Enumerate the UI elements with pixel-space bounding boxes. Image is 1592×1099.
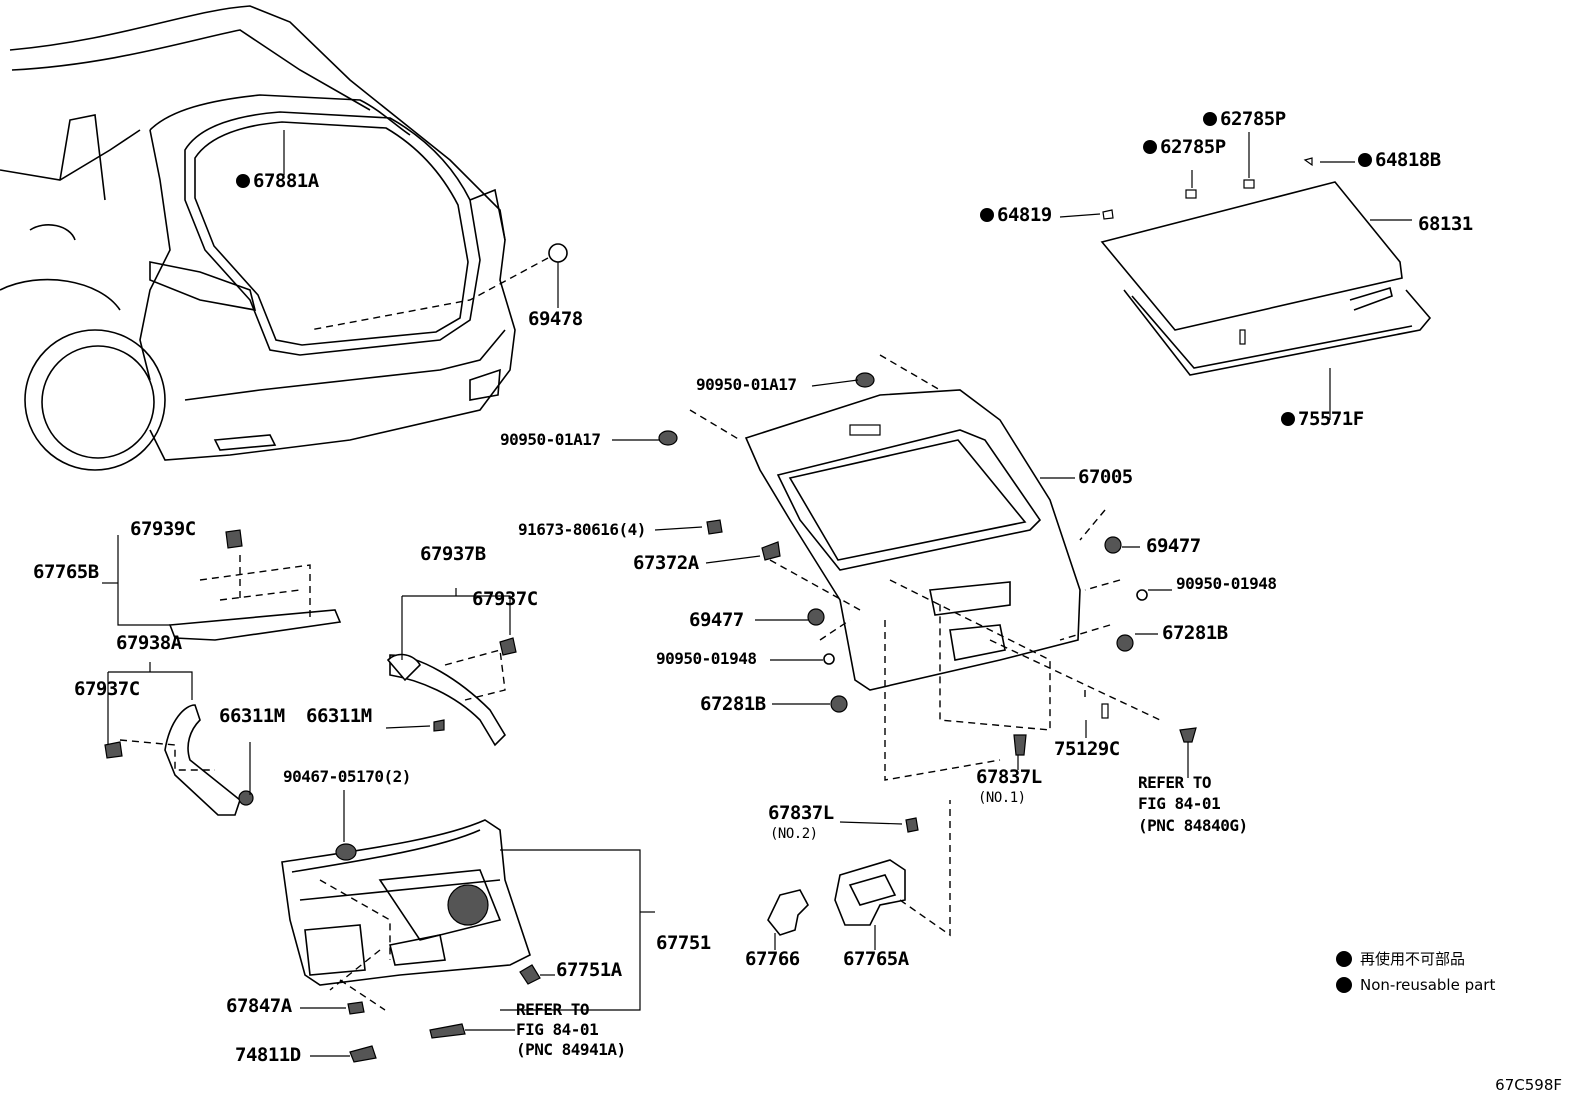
legend-row-jp: 再使用不可部品 [1336,946,1495,972]
label-67751A: 67751A [556,959,622,981]
figure-id: 67C598F [1495,1076,1562,1094]
label-67281B-right: 67281B [1162,622,1228,644]
label-90950-01948-right: 90950-01948 [1176,574,1277,593]
back-door-67005 [689,354,1161,781]
label-75129C: 75129C [1054,738,1120,760]
legend-row-en: Non-reusable part [1336,972,1495,998]
label-67766: 67766 [745,948,800,970]
refer2-line1: REFER TO [516,1000,590,1019]
label-67281B-left: 67281B [700,693,766,715]
trim-67765B [102,529,342,641]
label-67751: 67751 [656,932,711,954]
label-90950-01948-left: 90950-01948 [656,649,757,668]
clip-69478 [309,243,568,331]
label-67937B: 67937B [420,543,486,565]
back-glass-68131 [1100,157,1432,376]
label-no1: (NO.1) [978,790,1026,806]
door-clips [658,372,1197,833]
trim-67938A [104,662,254,816]
vehicle-rear-outline [0,5,516,471]
trim-panel-67751 [281,790,655,1063]
label-67005: 67005 [1078,466,1133,488]
label-no2: (NO.2) [770,826,818,842]
bullet-icon [1336,951,1352,967]
label-91673-80616: 91673-80616(4) [518,520,646,539]
label-67939C: 67939C [130,518,196,540]
refer1-line1: REFER TO [1138,773,1212,792]
label-64819: 64819 [980,206,1052,225]
label-74811D: 74811D [235,1044,301,1066]
label-90467-05170: 90467-05170(2) [283,767,411,786]
bullet-icon [1336,977,1352,993]
legend-en: Non-reusable part [1360,976,1496,994]
label-67765B: 67765B [33,561,99,583]
label-62785P: 62785P [1143,138,1226,157]
label-69477-right: 69477 [1146,535,1201,557]
legend-jp: 再使用不可部品 [1360,950,1466,968]
latch-parts [767,800,951,937]
refer2-line3: (PNC 84941A) [516,1040,626,1059]
label-67881A: 67881A [236,172,319,191]
label-69478: 69478 [528,308,583,330]
label-67837L-no2: 67837L [768,802,834,824]
trim-67937B [386,588,517,747]
refer2-line2: FIG 84-01 [516,1020,599,1039]
label-67937C-right: 67937C [472,588,538,610]
label-75571F: 75571F [1281,410,1364,429]
label-66311M-a: 66311M [219,705,285,727]
label-67938A: 67938A [116,632,182,654]
label-67847A: 67847A [226,995,292,1017]
label-66311M-b: 66311M [306,705,372,727]
refer1-line2: FIG 84-01 [1138,794,1221,813]
refer1-line3: (PNC 84840G) [1138,816,1248,835]
label-67837L-no1: 67837L [976,766,1042,788]
label-64818B: 64818B [1358,151,1441,170]
label-67765A: 67765A [843,948,909,970]
label-69477-left: 69477 [689,609,744,631]
label-90950-01A17: 90950-01A17 [500,430,601,449]
label-62785P-top: 62785P [1203,110,1286,129]
label-67937C-left: 67937C [74,678,140,700]
label-90950-01A17-top: 90950-01A17 [696,375,797,394]
legend: 再使用不可部品 Non-reusable part [1336,946,1495,998]
label-67372A: 67372A [633,552,699,574]
label-68131: 68131 [1418,213,1473,235]
